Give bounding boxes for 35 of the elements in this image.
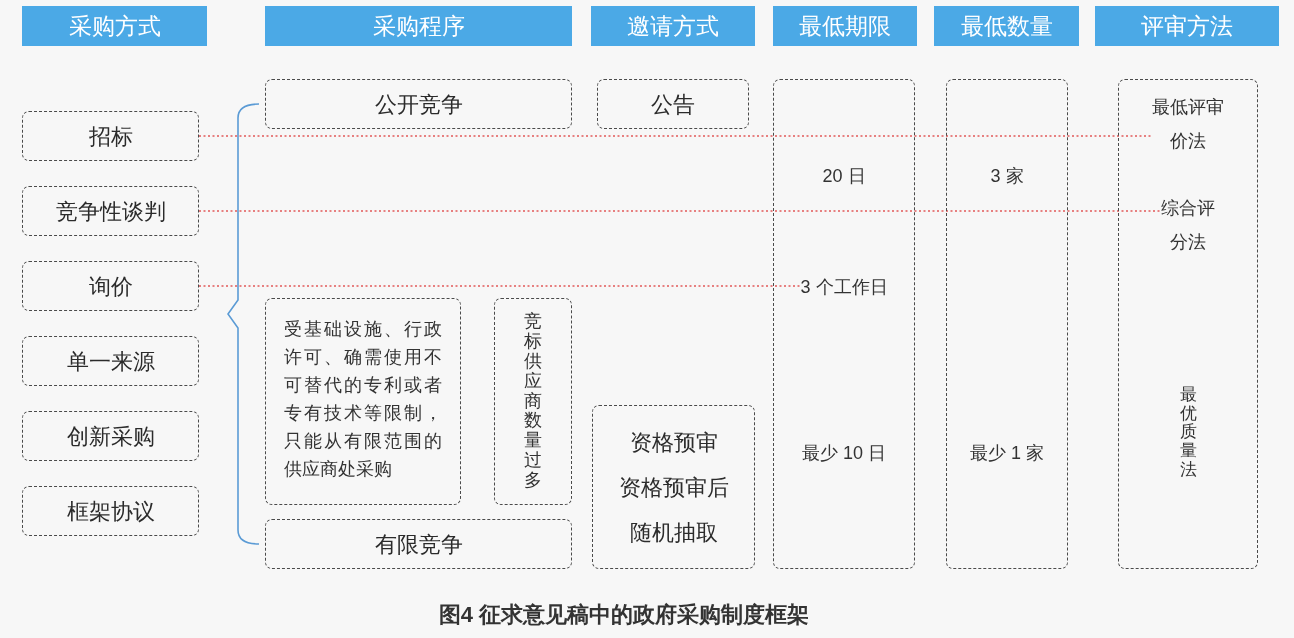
header-bar: 采购方式 — [22, 6, 207, 46]
header-bar: 评审方法 — [1095, 6, 1279, 46]
method-box: 单一来源 — [22, 336, 199, 386]
method-label: 综合评分法 — [1161, 191, 1215, 259]
method-box: 招标 — [22, 111, 199, 161]
procedure-box: 公开竞争 — [265, 79, 572, 129]
method-box: 询价 — [22, 261, 199, 311]
invitation-box: 公告 — [597, 79, 749, 129]
dotted-connector — [198, 210, 1162, 212]
caption: 图4 征求意见稿中的政府采购制度框架 — [438, 601, 810, 629]
value-label: 3 家 — [990, 159, 1024, 193]
column-box — [1118, 79, 1258, 569]
condition-box: 竞标供应商数量过多 — [494, 298, 572, 505]
invitation-box — [592, 405, 755, 569]
header-bar: 最低数量 — [934, 6, 1079, 46]
column-box — [773, 79, 915, 569]
method-label: 最优质量法 — [1179, 386, 1197, 480]
dotted-connector — [198, 135, 1153, 137]
header-bar: 最低期限 — [773, 6, 917, 46]
procedure-box: 有限竞争 — [265, 519, 572, 569]
condition-box: 受基础设施、行政许可、确需使用不可替代的专利或者专有技术等限制，只能从有限范围的供应商处采购 — [265, 298, 461, 505]
method-box: 框架协议 — [22, 486, 199, 536]
value-label: 最少 1 家 — [970, 436, 1044, 470]
method-box: 创新采购 — [22, 411, 199, 461]
value-label: 最少 10 日 — [802, 436, 886, 470]
column-box — [946, 79, 1068, 569]
option-text: 资格预审后随机抽取 — [618, 473, 729, 547]
value-label: 3 个工作日 — [800, 270, 888, 304]
header-bar: 邀请方式 — [591, 6, 755, 46]
method-label: 最低评审价法 — [1152, 90, 1224, 158]
dotted-connector — [198, 285, 802, 287]
option-text: 资格预审 — [628, 428, 719, 457]
method-box: 竞争性谈判 — [22, 186, 199, 236]
header-bar: 采购程序 — [265, 6, 572, 46]
value-label: 20 日 — [822, 159, 866, 193]
